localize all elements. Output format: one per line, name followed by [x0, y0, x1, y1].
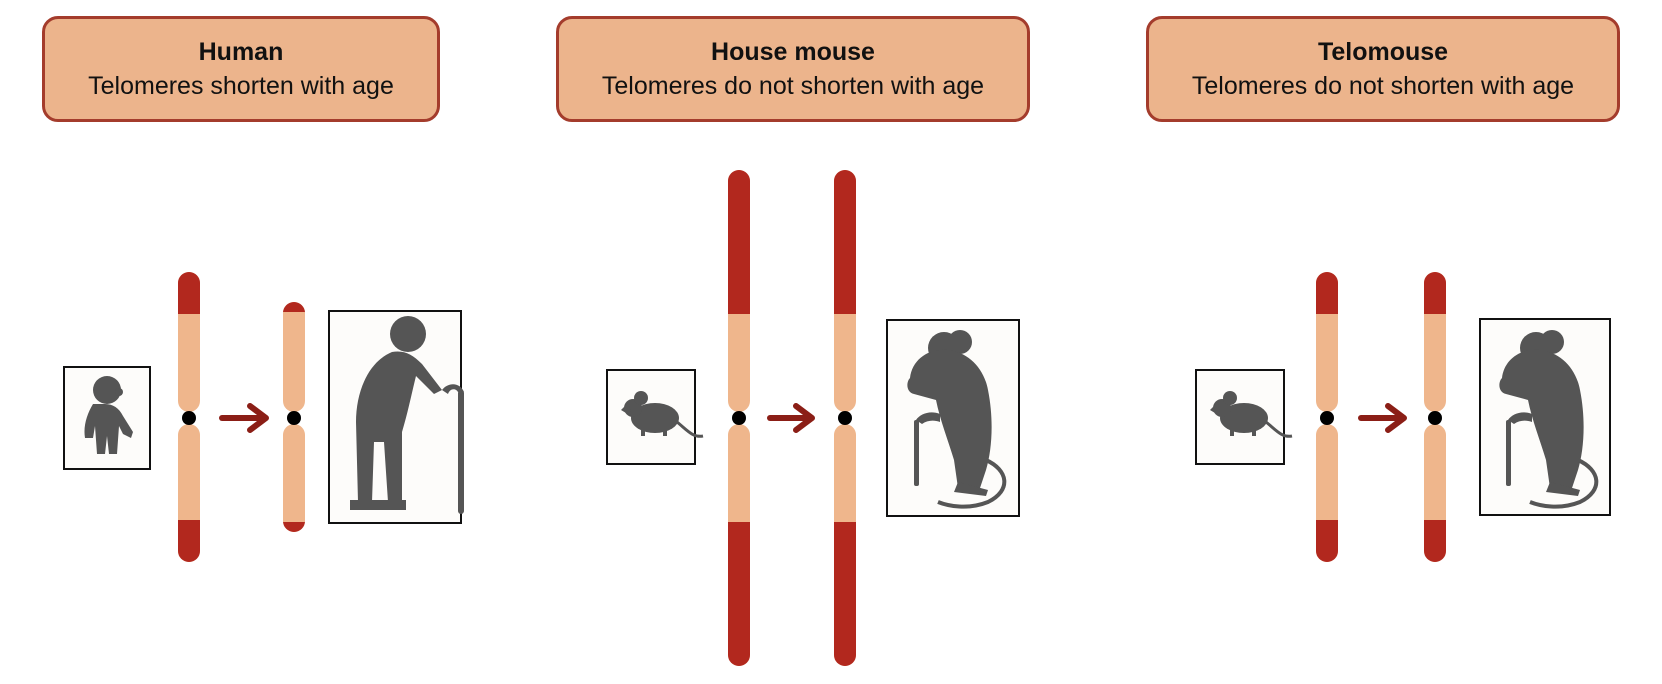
- panel-title: Human: [198, 38, 284, 66]
- arrow-head: [1385, 403, 1407, 433]
- telomere-bottom: [283, 521, 305, 532]
- centromere: [1428, 411, 1442, 425]
- chromosome-human-old: [283, 302, 305, 532]
- baby-icon: [63, 366, 151, 470]
- elderly-person-with-cane-icon: [328, 310, 464, 524]
- telomere-top: [834, 170, 856, 314]
- telomere-top: [728, 170, 750, 314]
- telomere-top: [1316, 272, 1338, 314]
- panel-subtitle: Telomeres do not shorten with age: [1191, 72, 1575, 100]
- panel-title: House mouse: [711, 38, 875, 66]
- arrow-head: [247, 403, 269, 433]
- chromosome-mouse-old: [834, 170, 856, 666]
- panel-title: Telomouse: [1317, 38, 1449, 66]
- age-arrow: [219, 403, 269, 433]
- age-arrow: [767, 403, 815, 433]
- mouse-icon: [1195, 369, 1294, 465]
- panel-header-human: Human Telomeres shorten with age: [42, 16, 440, 122]
- centromere: [732, 411, 746, 425]
- telomere-bottom: [178, 520, 200, 562]
- chromosome-telomouse-young: [1316, 272, 1338, 562]
- arrow-head: [793, 403, 815, 433]
- panel-subtitle: Telomeres shorten with age: [88, 72, 394, 100]
- panel-header-telomouse: Telomouse Telomeres do not shorten with …: [1146, 16, 1620, 122]
- chromosome-human-young: [178, 272, 200, 562]
- centromere: [182, 411, 196, 425]
- age-arrow: [1358, 403, 1407, 433]
- elderly-mouse-with-cane-icon: [886, 319, 1020, 517]
- telomere-bottom: [728, 522, 750, 666]
- centromere: [1320, 411, 1334, 425]
- elderly-mouse-with-cane-icon: [1479, 318, 1611, 516]
- centromere: [838, 411, 852, 425]
- telomere-top: [178, 272, 200, 314]
- chromosome-telomouse-old: [1424, 272, 1446, 562]
- chromosome-arm-lower: [283, 424, 305, 532]
- telomere-bottom: [1424, 520, 1446, 562]
- telomere-top: [1424, 272, 1446, 314]
- telomere-bottom: [1316, 520, 1338, 562]
- telomere-bottom: [834, 522, 856, 666]
- panel-header-house-mouse: House mouse Telomeres do not shorten wit…: [556, 16, 1030, 122]
- mouse-icon: [606, 369, 705, 465]
- telomere-top: [283, 302, 305, 313]
- chromosome-arm-upper: [283, 302, 305, 412]
- chromosome-mouse-young: [728, 170, 750, 666]
- panel-subtitle: Telomeres do not shorten with age: [601, 72, 985, 100]
- centromere: [287, 411, 301, 425]
